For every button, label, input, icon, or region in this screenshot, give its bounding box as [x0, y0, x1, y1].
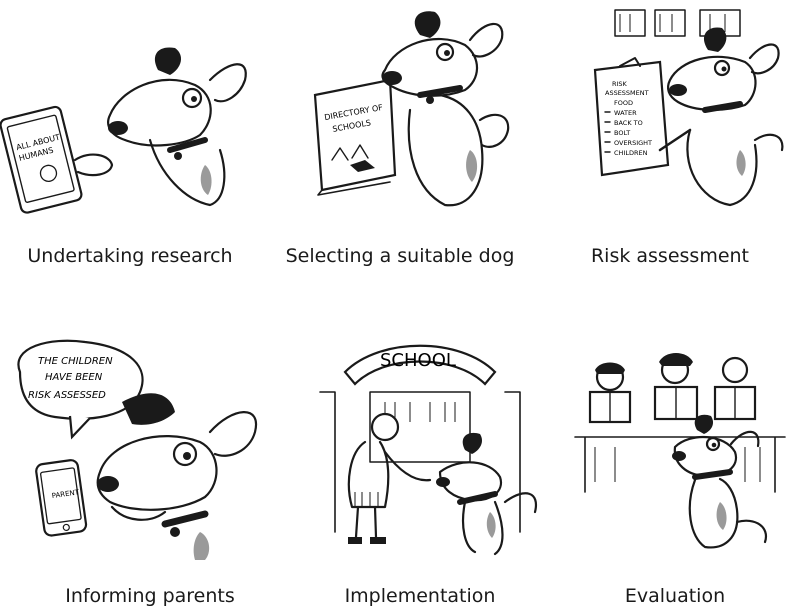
clipboard-line-5: BACK TO — [614, 119, 643, 127]
clipboard-line-8: CHILDREN — [614, 149, 648, 157]
school-sign-text: SCHOOL — [380, 350, 456, 371]
panel-evaluation: Evaluation — [555, 332, 800, 616]
caption-risk-assessment: Risk assessment — [590, 245, 750, 267]
panel-selecting-dog: DIRECTORY OF SCHOOLS Selecting a suitabl… — [270, 0, 530, 280]
window-icon — [614, 9, 741, 37]
children-reading-with-dog-illustration — [574, 353, 786, 549]
clipboard-icon: RISK ASSESSMENT FOOD WATER BACK TO BOLT … — [593, 57, 670, 177]
school-sign: SCHOOL — [343, 344, 497, 386]
phone-icon: PARENT — [35, 459, 88, 537]
caption-evaluation: Evaluation — [624, 585, 726, 607]
panel-risk-assessment: RISK ASSESSMENT FOOD WATER BACK TO BOLT … — [540, 0, 800, 280]
caption-implementation: Implementation — [344, 585, 496, 607]
school-gate-illustration: SCHOOL — [319, 344, 538, 556]
clipboard-line-3: FOOD — [614, 99, 633, 107]
children-group — [588, 353, 757, 424]
panel-implementation: SCHOOL Implementation — [290, 332, 550, 616]
clipboard-line-6: BOLT — [614, 129, 630, 137]
speech-line-2: HAVE BEEN — [45, 372, 103, 383]
speech-line-3: RISK ASSESSED — [28, 390, 106, 401]
clipboard-line-4: WATER — [614, 109, 637, 117]
tablet-icon: ALL ABOUT HUMANS — [0, 105, 83, 214]
dog-with-tablet-illustration: ALL ABOUT HUMANS — [0, 47, 247, 214]
panel-undertaking-research: ALL ABOUT HUMANS Undertaking research — [0, 0, 260, 280]
clipboard-line-2: ASSESSMENT — [605, 89, 649, 97]
clipboard-line-7: OVERSIGHT — [614, 139, 652, 147]
dog-with-clipboard-illustration: RISK ASSESSMENT FOOD WATER BACK TO BOLT … — [593, 9, 784, 207]
speech-bubble: THE CHILDREN HAVE BEEN RISK ASSESSED — [17, 339, 144, 440]
panel-informing-parents: THE CHILDREN HAVE BEEN RISK ASSESSED PAR… — [0, 332, 260, 616]
caption-informing-parents: Informing parents — [65, 585, 235, 607]
speech-line-1: THE CHILDREN — [38, 356, 113, 367]
caption-undertaking-research: Undertaking research — [27, 245, 233, 267]
dog-with-book-illustration: DIRECTORY OF SCHOOLS — [313, 11, 510, 207]
phone-contact-label: PARENT — [51, 488, 80, 500]
caption-selecting-dog: Selecting a suitable dog — [285, 245, 515, 267]
clipboard-line-1: RISK — [612, 80, 628, 88]
dog-with-phone-illustration: THE CHILDREN HAVE BEEN RISK ASSESSED PAR… — [17, 339, 258, 560]
book-icon: DIRECTORY OF SCHOOLS — [313, 78, 397, 196]
